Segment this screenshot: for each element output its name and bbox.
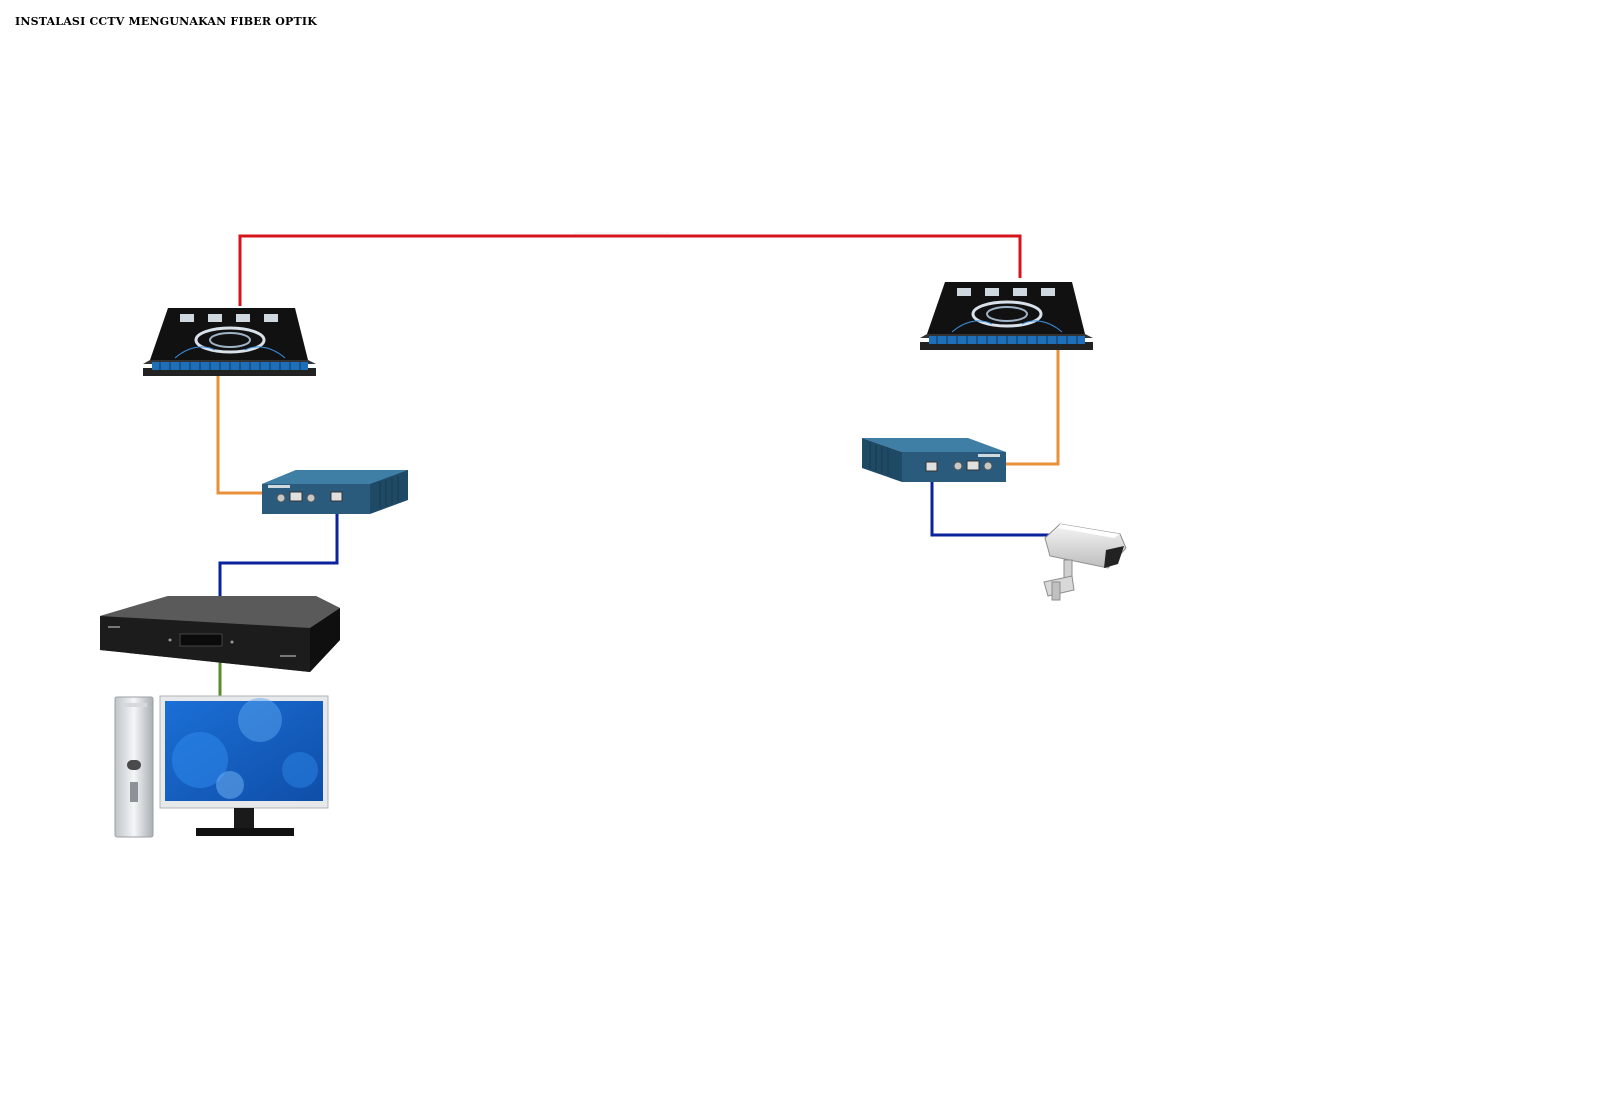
fiber-backbone-cable bbox=[238, 234, 1022, 306]
media-converter-left bbox=[262, 470, 408, 514]
fiber-patch-panel-icon bbox=[920, 282, 1093, 350]
media-converter-right bbox=[862, 438, 1006, 482]
pc-tower bbox=[114, 696, 154, 838]
cctv-camera bbox=[1043, 523, 1127, 601]
fiber-patch-cable-right bbox=[985, 346, 1060, 466]
desktop-computer bbox=[114, 695, 329, 838]
media-converter-icon bbox=[262, 470, 408, 514]
dvr-recorder bbox=[100, 596, 340, 672]
cctv-camera-icon bbox=[1043, 523, 1127, 601]
fiber-patch-panel-left bbox=[143, 308, 316, 376]
monitor bbox=[159, 695, 329, 836]
utp-cable-right bbox=[930, 474, 1052, 537]
utp-cable-left bbox=[218, 500, 339, 600]
page-title: INSTALASI CCTV MENGUNAKAN FIBER OPTIK bbox=[15, 15, 317, 28]
desktop-computer-icon bbox=[114, 695, 329, 838]
fiber-patch-panel-icon bbox=[143, 308, 316, 376]
media-converter-icon bbox=[862, 438, 1006, 482]
dvr-recorder-icon bbox=[100, 596, 340, 672]
fiber-patch-panel-right bbox=[920, 282, 1093, 350]
